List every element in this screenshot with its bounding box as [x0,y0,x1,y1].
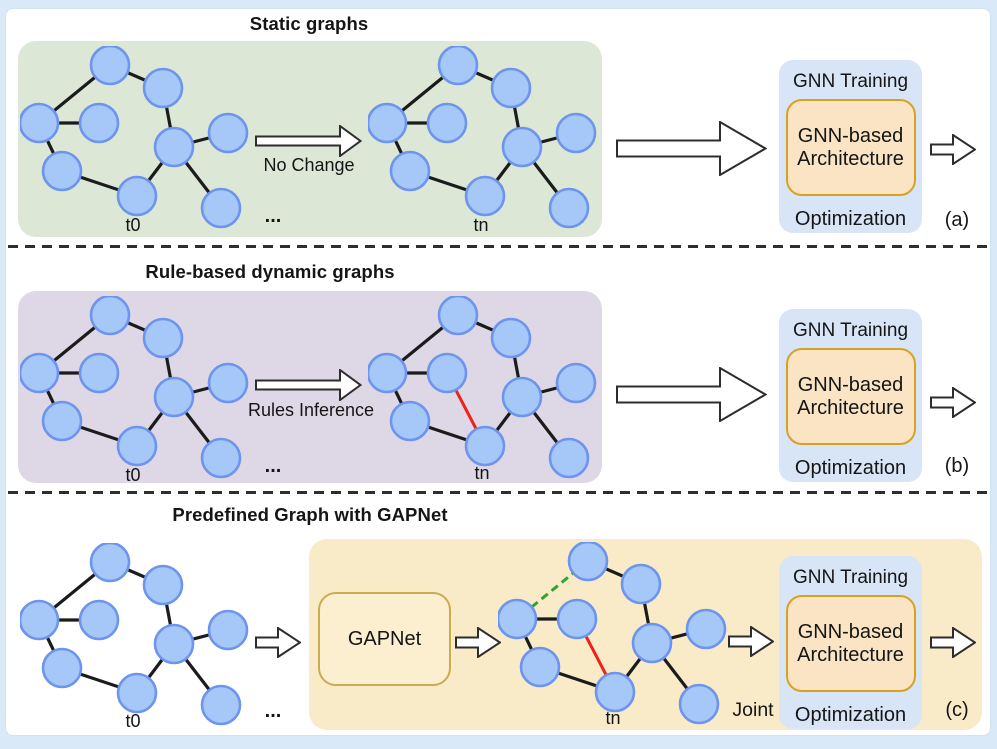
graph-b-tn: tn [366,294,608,491]
gapnet-box: GAPNet [318,592,451,686]
caption-c: (c) [945,699,969,721]
gnn-training-label-a: GNN Training [792,71,909,92]
joint-label: Joint [732,699,774,721]
gapnet-label: GAPNet [347,627,422,650]
ellipsis-c: ... [264,700,282,722]
to-gapnet-arrow [255,627,301,658]
svg-text:t0: t0 [125,465,140,485]
to-gnn-arrow-b [616,367,767,422]
optimization-label-a: Optimization [794,208,907,230]
to-gnn-arrow-a [616,121,767,176]
optimization-label-c: Optimization [794,704,907,726]
gnn-based-label-b: GNN-based [797,374,904,396]
gnn-architecture-box-c: GNN-based Architecture [785,595,916,692]
gnn-training-box-a: GNN Training GNN-based Architecture Opti… [779,60,922,233]
rules-inference-label: Rules Inference [247,400,375,420]
optimization-label-b: Optimization [794,457,907,479]
architecture-label-b: Architecture [797,396,904,419]
graph-a-t0: t0 [18,44,260,241]
gnn-based-label-c: GNN-based [797,621,904,643]
ellipsis-a: ... [264,205,282,227]
output-arrow-b [930,387,976,418]
gapnet-output-arrow [455,627,501,658]
architecture-label-a: Architecture [797,147,904,170]
graph-a-tn: tn [366,44,608,241]
panel-c-title: Predefined Graph with GAPNet [172,504,448,525]
to-gnn-arrow-c [728,626,774,657]
graph-c-t0: t0 [18,541,260,738]
output-arrow-a [930,134,976,165]
output-arrow-c [930,627,976,658]
gnn-training-label-b: GNN Training [792,320,909,341]
gnn-training-box-c: GNN Training GNN-based Architecture Opti… [779,556,922,729]
ellipsis-b: ... [264,455,282,477]
caption-b: (b) [944,455,970,477]
divider-a-b [8,245,988,249]
caption-a: (a) [944,209,970,231]
divider-b-c [8,491,988,495]
architecture-label-c: Architecture [797,643,904,666]
gnn-architecture-box-b: GNN-based Architecture [785,348,916,445]
gnn-based-label-a: GNN-based [797,125,904,147]
gnn-training-box-b: GNN Training GNN-based Architecture Opti… [779,309,922,482]
graph-b-t0: t0 [18,294,260,491]
svg-text:tn: tn [473,215,488,235]
gnn-architecture-box-a: GNN-based Architecture [785,99,916,196]
svg-text:t0: t0 [125,711,140,731]
panel-a-title: Static graphs [249,13,369,34]
no-change-label: No Change [263,155,355,175]
svg-text:tn: tn [474,463,489,483]
svg-text:tn: tn [605,708,620,728]
gnn-training-label-c: GNN Training [792,567,909,588]
no-change-arrow [255,125,362,157]
graph-c-tn: tn [496,540,738,737]
panel-b-title: Rule-based dynamic graphs [145,261,395,282]
svg-text:t0: t0 [125,215,140,235]
rules-inference-arrow [255,369,362,401]
